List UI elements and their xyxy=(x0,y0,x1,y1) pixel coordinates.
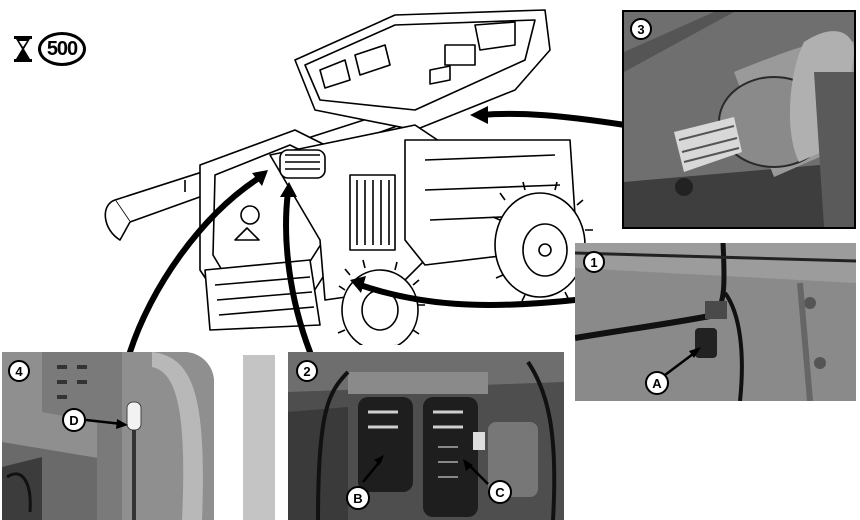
view-number-4: 4 xyxy=(8,360,30,382)
detail-photo-view-3: 3 xyxy=(622,10,856,229)
photo-edge-strip xyxy=(243,355,275,520)
callout-c: C xyxy=(488,480,512,504)
detail-photo-view-2: 2 B C xyxy=(288,352,564,520)
service-interval-hours: 500 xyxy=(46,37,78,60)
leader-d xyxy=(85,418,128,429)
service-interval-badge: 500 xyxy=(8,32,90,68)
arrow-view-1 xyxy=(357,282,578,308)
interval-circle: 500 xyxy=(38,32,86,66)
arrow-view-4 xyxy=(127,173,265,355)
arrow-view-2 xyxy=(283,189,313,355)
arrow-view-3 xyxy=(477,110,628,128)
callout-b: B xyxy=(346,486,370,510)
view-number-2: 2 xyxy=(296,360,318,382)
hourglass-icon xyxy=(14,36,32,62)
view-number-1: 1 xyxy=(583,251,605,273)
callout-d: D xyxy=(62,408,86,432)
leader-b-c xyxy=(362,455,489,485)
detail-photo-view-1: 1 A xyxy=(575,243,856,401)
callout-a: A xyxy=(645,371,669,395)
detail-photo-view-4: 4 D xyxy=(2,352,214,520)
leader-a xyxy=(664,347,701,376)
combine-harvester-illustration xyxy=(104,9,593,345)
view-number-3: 3 xyxy=(630,18,652,40)
